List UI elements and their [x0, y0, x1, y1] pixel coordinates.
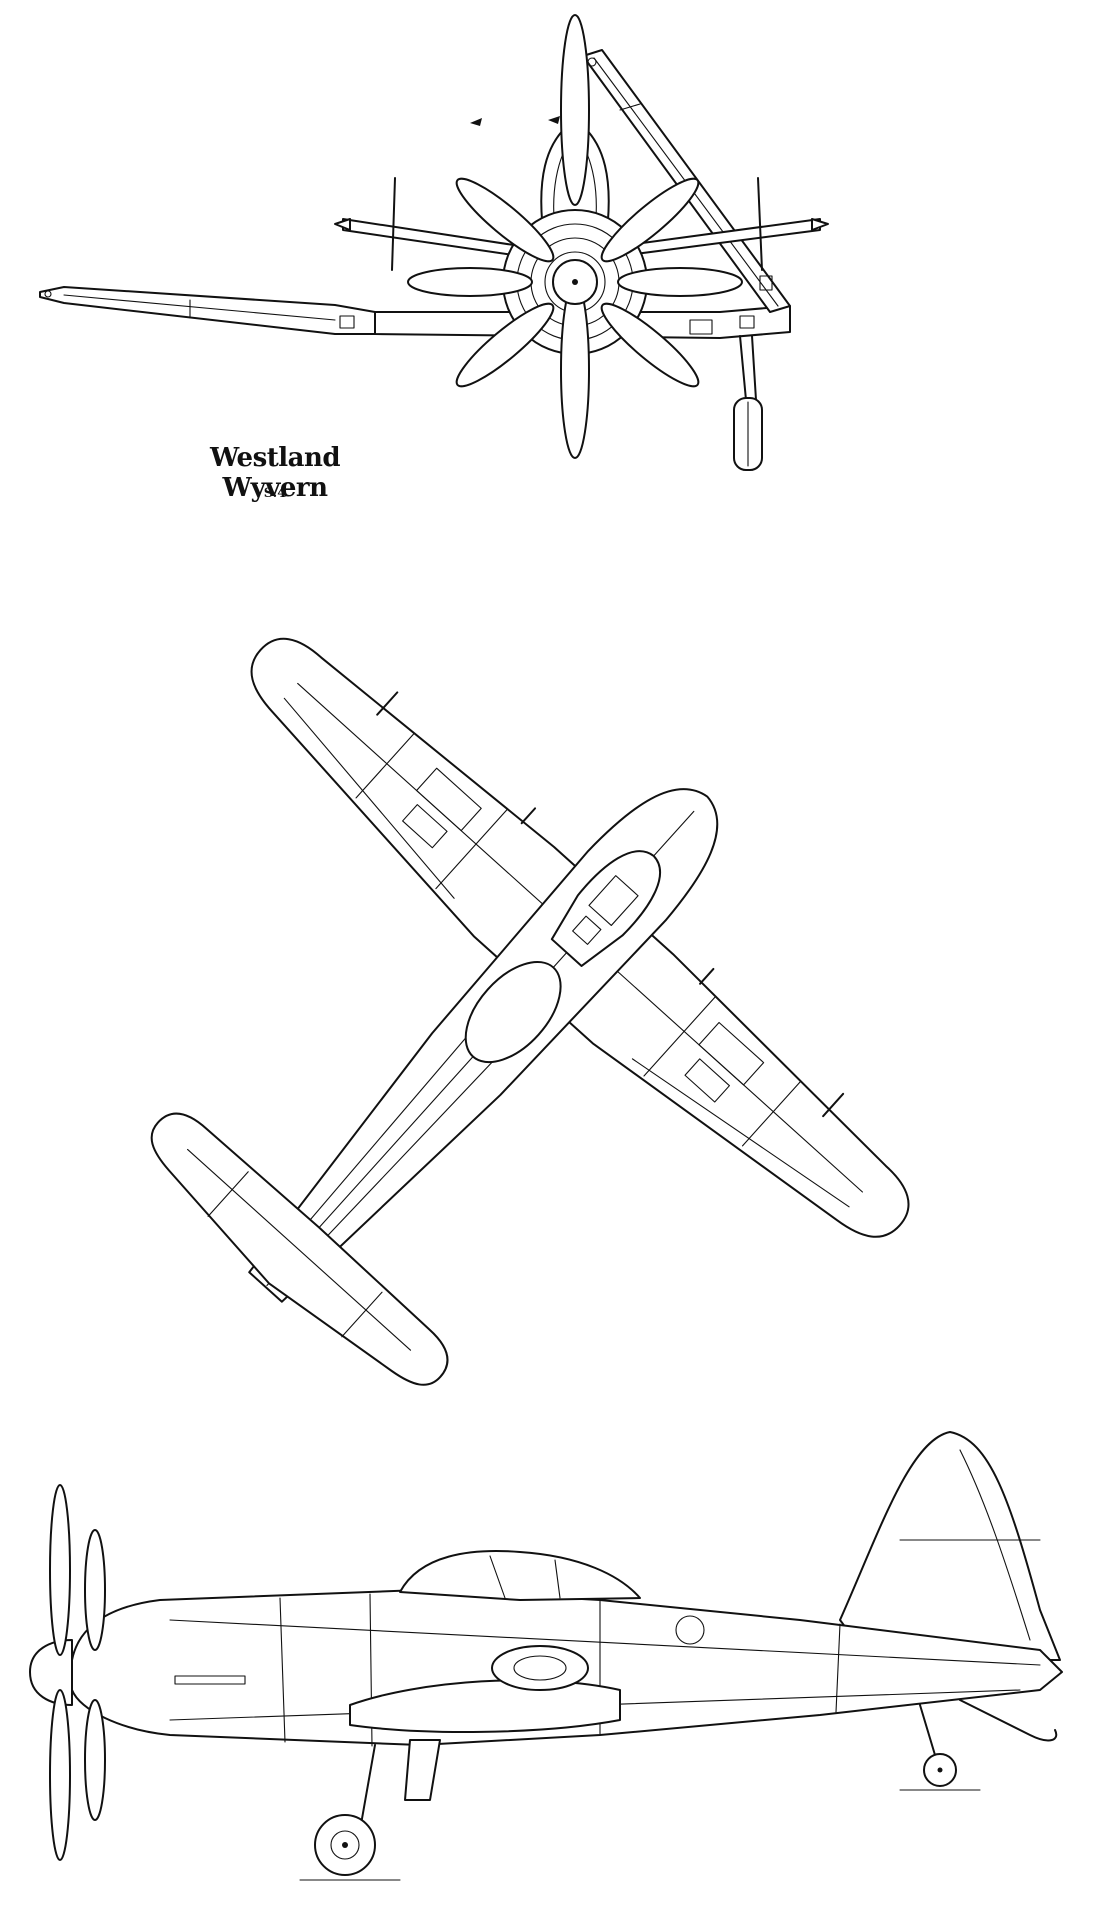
- side-canopy: [399, 1550, 641, 1601]
- side-main-gear: [299, 1739, 441, 1881]
- side-view: [29, 1431, 1063, 1881]
- plan-tailplane: [150, 1112, 449, 1386]
- front-propeller: [407, 14, 743, 459]
- side-fin: [839, 1431, 1061, 1661]
- page-title: Westland Wyvern: [209, 443, 341, 503]
- page-subtitle: S.4: [263, 486, 287, 501]
- side-propeller: [29, 1484, 106, 1861]
- plan-canopy: [464, 850, 662, 1064]
- front-landing-gear: [733, 335, 763, 471]
- side-wing-root: [349, 1645, 621, 1733]
- side-tail-gear: [899, 1699, 1058, 1791]
- front-view: [39, 14, 829, 471]
- plan-view: [150, 637, 910, 1386]
